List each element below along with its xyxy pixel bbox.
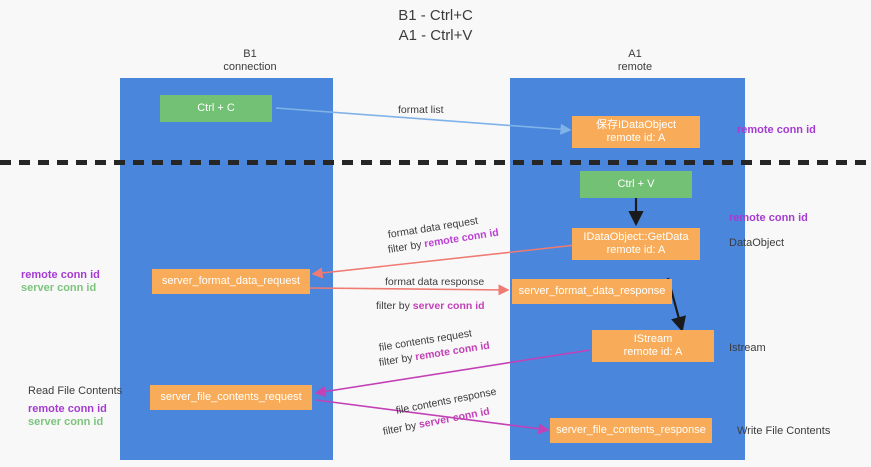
box-idataobject-getdata-line2: remote id: A [606,244,666,256]
annotation-right-remote-conn-id-mid: remote conn id [729,212,808,224]
annotation-right-write-file-contents: Write File Contents [737,425,831,437]
annotation-left-read-file-contents: Read File Contents [28,385,123,397]
annotation-left-server-conn-id-mid: server conn id [21,282,97,294]
column-header-right: A1 remote [520,48,750,74]
phase-divider [0,160,871,165]
box-server-format-data-response[interactable]: server_format_data_response [512,279,672,304]
column-right-title: A1 [628,48,642,60]
annotation-right-remote-conn-id-top: remote conn id [737,124,816,136]
box-server-file-contents-response-label: server_file_contents_response [556,424,706,436]
column-left-title: B1 [243,48,257,60]
column-right-subtitle: remote [617,61,653,73]
annotation-left-remote-conn-id-bottom: remote conn id [28,403,107,415]
title-line-2: A1 - Ctrl+V [398,27,473,44]
flow-label-format-data-response: format data response [385,275,484,289]
box-ctrl-v-label: Ctrl + V [617,178,655,190]
page-title: B1 - Ctrl+C A1 - Ctrl+V [0,6,871,46]
annotation-left-remote-conn-id-mid: remote conn id [21,269,100,281]
box-server-format-data-request[interactable]: server_format_data_request [152,269,310,294]
annotation-right-istream: Istream [729,342,766,354]
flow-file-contents-response-filter-prefix: filter by [381,419,421,438]
box-server-file-contents-request-label: server_file_contents_request [160,391,302,403]
box-save-idataobject[interactable]: 保存IDataObject remote id: A [572,116,700,148]
flow-format-data-response-filter-key: server conn id [412,300,485,312]
box-server-file-contents-response[interactable]: server_file_contents_response [550,418,712,443]
box-istream[interactable]: IStream remote id: A [592,330,714,362]
column-header-left: B1 connection [150,48,350,74]
annotation-right-dataobject: DataObject [729,237,785,249]
flow-label-format-data-response-filter: filter by server conn id [376,299,485,313]
flow-label-format-list: format list [398,103,444,117]
box-ctrl-c-label: Ctrl + C [197,102,235,114]
box-server-file-contents-request[interactable]: server_file_contents_request [150,385,312,410]
box-istream-line1: IStream [633,333,673,345]
box-ctrl-v[interactable]: Ctrl + V [580,171,692,198]
flow-format-data-response-text: format data response [385,276,485,288]
flow-format-list-text: format list [398,104,444,116]
box-save-idataobject-line2: remote id: A [606,132,666,144]
box-idataobject-getdata-line1: IDataObject::GetData [583,231,689,243]
flow-format-data-response-filter-prefix: filter by [376,300,413,312]
box-server-format-data-response-label: server_format_data_response [518,285,666,297]
box-ctrl-c[interactable]: Ctrl + C [160,95,272,122]
box-server-format-data-request-label: server_format_data_request [161,275,301,287]
box-istream-line2: remote id: A [623,346,683,358]
box-idataobject-getdata[interactable]: IDataObject::GetData remote id: A [572,228,700,260]
annotation-left-server-conn-id-bottom: server conn id [28,416,104,428]
box-save-idataobject-line1: 保存IDataObject [595,119,677,131]
title-line-1: B1 - Ctrl+C [398,7,473,24]
column-left-subtitle: connection [223,61,277,73]
